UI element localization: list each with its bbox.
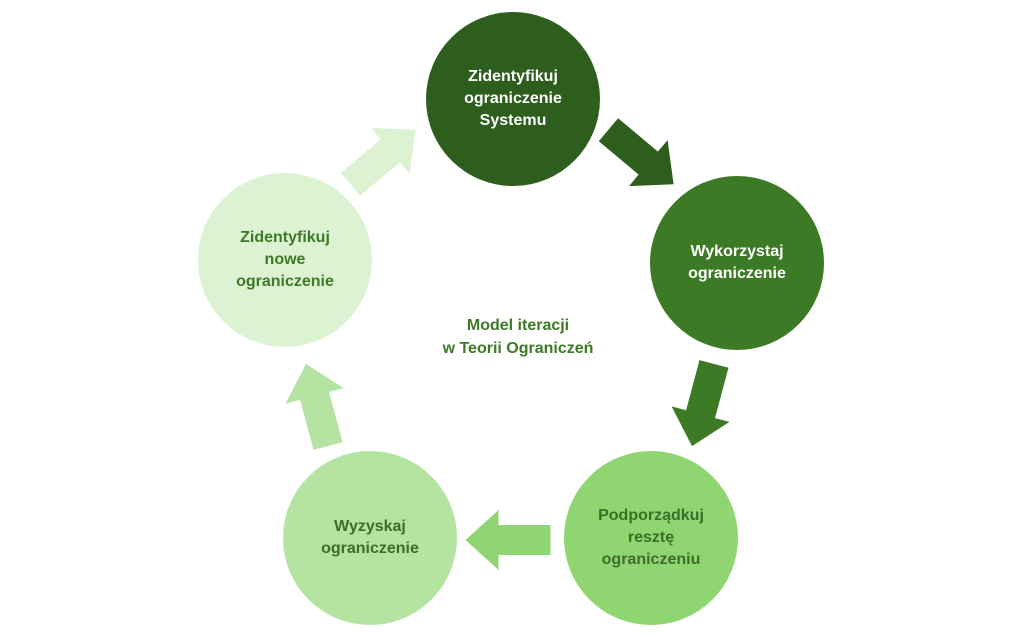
step-elevate-constraint: Wyzyskaj ograniczenie: [283, 451, 457, 625]
step-exploit-constraint: Wykorzystaj ograniczenie: [650, 176, 824, 350]
arrow-4-to-5: [285, 363, 344, 450]
step-subordinate-rest: Podporządkuj resztę ograniczeniu: [564, 451, 738, 625]
step-label: Wyzyskaj ograniczenie: [321, 518, 419, 557]
arrow-3-to-4: [465, 510, 551, 570]
step-label: Wykorzystaj ograniczenie: [688, 243, 786, 282]
step-label: Zidentyfikuj nowe ograniczenie: [236, 229, 334, 290]
step-label: Zidentyfikuj ograniczenie Systemu: [464, 68, 562, 129]
step-label: Podporządkuj resztę ograniczeniu: [598, 507, 704, 568]
arrow-2-to-3: [671, 360, 730, 447]
step-identify-new-constraint: Zidentyfikuj nowe ograniczenie: [198, 173, 372, 347]
diagram-title: Model iteracji w Teorii Ograniczeń: [442, 317, 594, 357]
arrow-1-to-2: [598, 118, 674, 187]
arrow-5-to-1: [340, 127, 416, 196]
step-identify-constraint: Zidentyfikuj ograniczenie Systemu: [426, 12, 600, 186]
